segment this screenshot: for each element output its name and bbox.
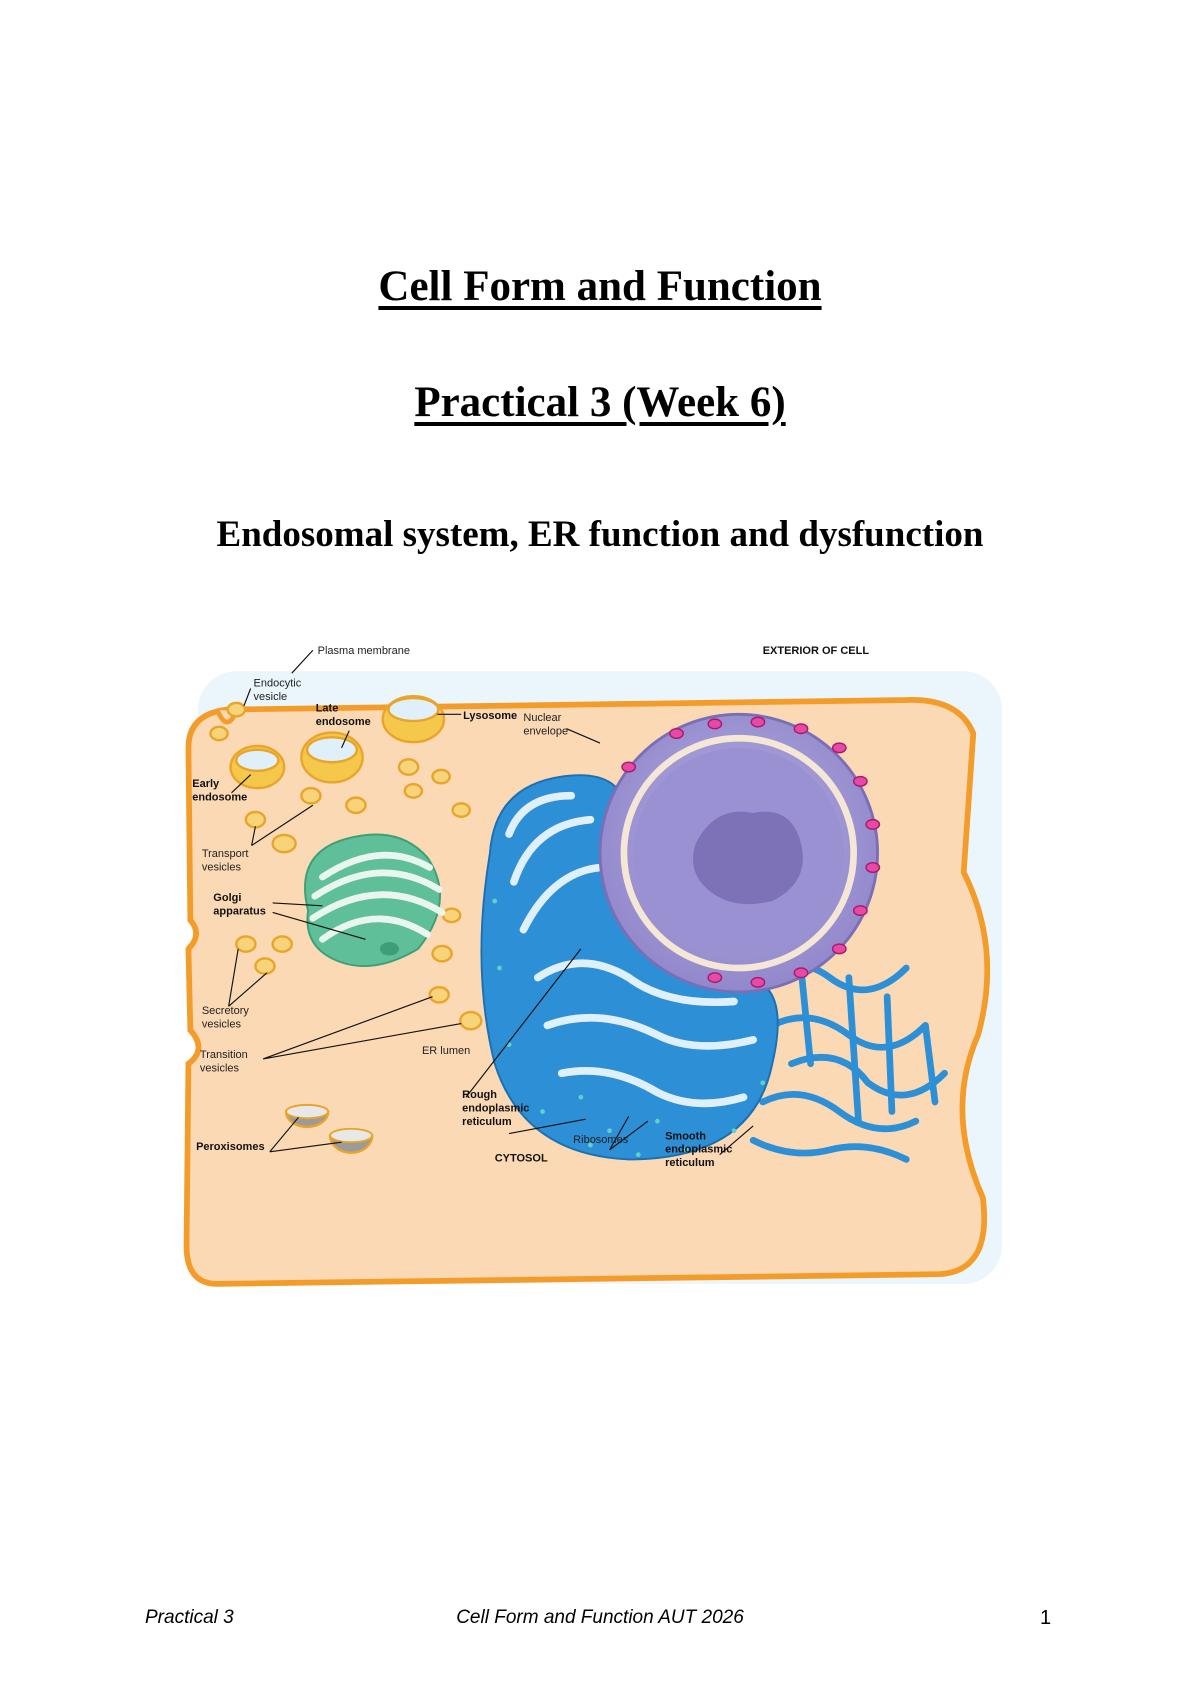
label-secretory-2: vesicles xyxy=(202,1018,242,1030)
label-ribosomes: Ribosomes xyxy=(573,1134,629,1146)
golgi-apparatus xyxy=(304,833,446,968)
label-smooth-2: endoplasmic xyxy=(665,1144,732,1156)
label-plasma-membrane: Plasma membrane xyxy=(318,645,410,657)
label-rough-2: endoplasmic xyxy=(462,1103,529,1115)
vesicles xyxy=(209,694,483,1031)
endocytic-vesicle xyxy=(226,701,247,718)
footer-center: Cell Form and Function AUT 2026 xyxy=(456,1607,744,1628)
label-transition-1: Transition xyxy=(200,1049,248,1061)
label-cytosol: CYTOSOL xyxy=(495,1152,548,1164)
peroxisomes xyxy=(284,1103,374,1154)
label-er-lumen: ER lumen xyxy=(422,1045,470,1057)
label-early-1: Early xyxy=(192,778,220,790)
label-rough-1: Rough xyxy=(462,1089,497,1101)
label-exterior: EXTERIOR OF CELL xyxy=(763,645,870,657)
label-peroxisomes: Peroxisomes xyxy=(196,1141,264,1153)
cell-diagram: Plasma membrane EXTERIOR OF CELL Endocyt… xyxy=(178,645,1022,1303)
leader-lines xyxy=(228,649,754,1156)
label-transition-2: vesicles xyxy=(200,1062,240,1074)
footer-left: Practical 3 xyxy=(145,1607,234,1628)
section-heading: Endosomal system, ER function and dysfun… xyxy=(216,514,984,555)
rough-er xyxy=(480,774,779,1161)
label-late-1: Late xyxy=(316,702,339,714)
page-number: 1 xyxy=(1040,1607,1052,1629)
label-secretory-1: Secretory xyxy=(202,1005,250,1017)
label-early-2: endosome xyxy=(192,792,247,804)
transition-vesicle xyxy=(428,985,450,1004)
label-late-2: endosome xyxy=(316,716,371,728)
label-lysosome: Lysosome xyxy=(463,710,517,722)
label-smooth-3: reticulum xyxy=(665,1157,715,1169)
label-transport-1: Transport xyxy=(202,848,249,860)
document-title: Cell Form and Function xyxy=(378,263,822,310)
label-smooth-1: Smooth xyxy=(665,1130,706,1142)
label-nuclear-2: envelope xyxy=(523,725,568,737)
nucleus xyxy=(598,712,881,994)
label-golgi-1: Golgi xyxy=(213,892,241,904)
label-nuclear-1: Nuclear xyxy=(523,712,561,724)
label-endocytic-1: Endocytic xyxy=(254,678,302,690)
label-rough-3: reticulum xyxy=(462,1116,512,1128)
practical-subtitle: Practical 3 (Week 6) xyxy=(414,379,786,426)
label-transport-2: vesicles xyxy=(202,861,242,873)
label-endocytic-2: vesicle xyxy=(254,691,288,703)
label-golgi-2: apparatus xyxy=(213,905,266,917)
